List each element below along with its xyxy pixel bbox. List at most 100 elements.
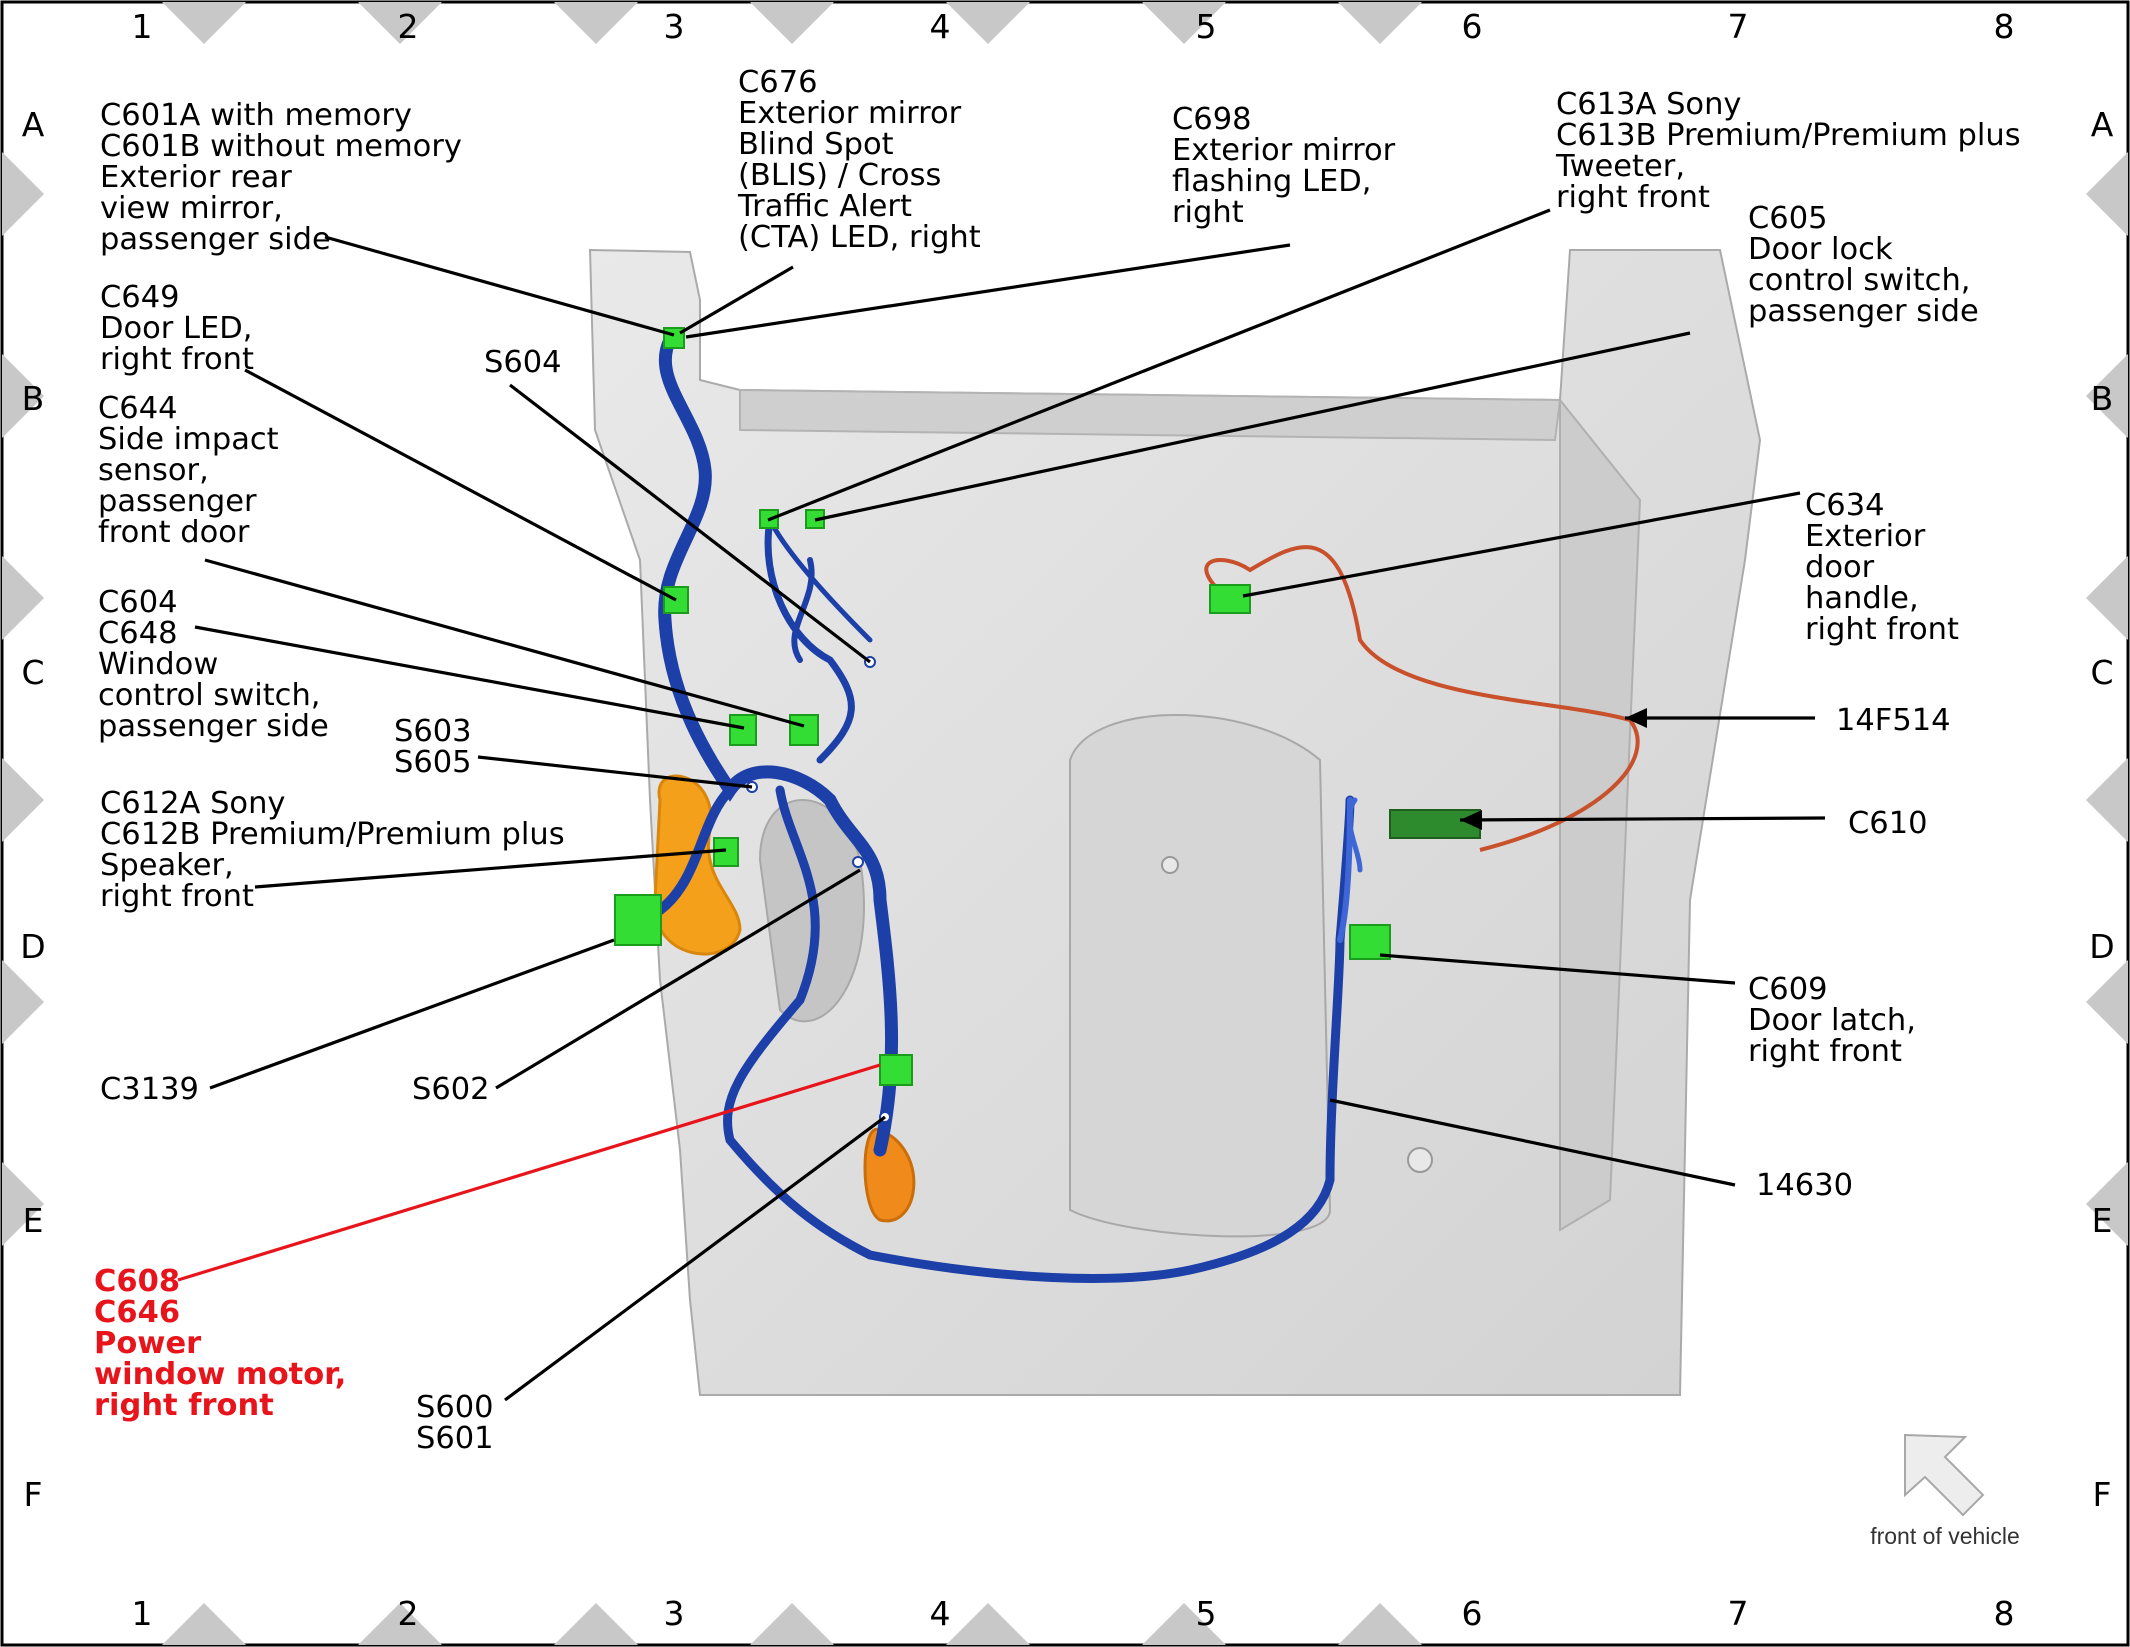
leader-c604	[194, 625, 745, 730]
connector-c648	[789, 714, 819, 746]
grid-row-label: D	[2089, 927, 2114, 966]
callout-line: front door	[98, 515, 250, 550]
grid-column-label: 2	[398, 1594, 419, 1633]
border-triangle	[2086, 152, 2128, 236]
grid-row-label: C	[2090, 653, 2113, 692]
callout-line: C601A with memory	[100, 98, 412, 133]
callout-line: passenger side	[100, 222, 331, 257]
callout-line: Exterior mirror	[738, 96, 962, 131]
grid-row-label: F	[24, 1475, 43, 1514]
callout-line: passenger	[98, 484, 257, 519]
grid-column-label: 4	[930, 7, 951, 46]
harness-14630	[655, 333, 1363, 1283]
connector-c608	[879, 1054, 913, 1086]
splice-s602	[852, 856, 864, 868]
grid-row-label: D	[20, 927, 45, 966]
leader-c634	[1242, 491, 1801, 598]
callout-line: 14F514	[1836, 703, 1951, 738]
grid-column-label: 7	[1728, 1594, 1749, 1633]
grid-column-label: 1	[132, 1594, 153, 1633]
callout-line: C3139	[100, 1072, 199, 1107]
leader-s600	[504, 1115, 886, 1402]
arrowhead-c610	[1460, 810, 1482, 830]
callout-line: C676	[738, 65, 818, 100]
front-of-vehicle-label: front of vehicle	[1870, 1523, 2020, 1549]
leader-s602	[495, 868, 861, 1090]
leader-c610	[1459, 816, 1826, 822]
grid-column-label: 3	[664, 7, 685, 46]
border-triangle	[1338, 2, 1422, 44]
border-triangle	[946, 2, 1030, 44]
callout-f14514: 14F514	[1836, 703, 1951, 738]
leader-s604	[509, 383, 871, 664]
callout-line: view mirror,	[100, 191, 283, 226]
door-latch-edge	[1559, 397, 1642, 1232]
callout-line: S603	[394, 714, 472, 749]
door-bolt	[1407, 1147, 1433, 1173]
callout-line: right front	[1748, 1034, 1902, 1069]
border-triangle	[554, 1603, 638, 1645]
border-triangle	[1338, 1603, 1422, 1645]
border-triangle	[2, 758, 44, 842]
border-triangle	[2086, 354, 2128, 438]
grid-row-label: A	[2091, 105, 2114, 144]
grid-column-label: 8	[1994, 7, 2015, 46]
door-bolt	[1161, 856, 1179, 874]
grid-row-label: F	[2093, 1475, 2112, 1514]
leader-s603	[477, 755, 753, 789]
callout-line: Exterior mirror	[1172, 133, 1396, 168]
callout-line: C613A Sony	[1556, 87, 1741, 122]
connector-c609	[1349, 924, 1391, 960]
arrowhead-14f514	[1625, 708, 1647, 728]
callout-line: door	[1805, 550, 1875, 585]
callout-line: window motor,	[94, 1357, 346, 1392]
callout-line: Blind Spot	[738, 127, 894, 162]
callout-line: Door latch,	[1748, 1003, 1916, 1038]
callout-line: control switch,	[1748, 263, 1970, 298]
border-triangle	[750, 2, 834, 44]
border-triangle	[2086, 960, 2128, 1044]
border-triangle	[750, 1603, 834, 1645]
connector-c604	[729, 714, 757, 746]
border-triangle	[946, 1603, 1030, 1645]
callout-w14630: 14630	[1756, 1168, 1853, 1203]
leader-c612	[254, 848, 727, 889]
callout-s602: S602	[412, 1072, 490, 1107]
callout-line: Door lock	[1748, 232, 1893, 267]
callout-line: Exterior	[1805, 519, 1926, 554]
callout-line: S600	[416, 1390, 494, 1425]
front-arrow-icon	[1904, 1433, 1985, 1517]
leader-14630	[1329, 1098, 1736, 1187]
callout-line: right front	[100, 342, 254, 377]
front-of-vehicle-indicator: front of vehicle	[1870, 1433, 2020, 1549]
callout-line: handle,	[1805, 581, 1919, 616]
border-triangle	[2, 354, 44, 438]
border-triangle	[162, 2, 246, 44]
door-cutout-large	[1069, 714, 1332, 1238]
grid-row-label: A	[22, 105, 45, 144]
callout-line: Exterior rear	[100, 160, 292, 195]
callout-line: C612A Sony	[100, 786, 285, 821]
callout-line: Traffic Alert	[737, 189, 912, 224]
grid-column-label: 2	[398, 7, 419, 46]
callout-line: C612B Premium/Premium plus	[100, 817, 565, 852]
border-triangle	[1142, 1603, 1226, 1645]
grid-row-label: E	[23, 1201, 44, 1240]
border-triangle	[2086, 1162, 2128, 1246]
callout-line: right front	[1556, 180, 1710, 215]
border-triangle	[2086, 556, 2128, 640]
border-triangle	[2, 152, 44, 236]
callout-line: Window	[98, 647, 218, 682]
callout-line: C610	[1848, 806, 1928, 841]
callout-line: 14630	[1756, 1168, 1853, 1203]
callout-line: control switch,	[98, 678, 320, 713]
